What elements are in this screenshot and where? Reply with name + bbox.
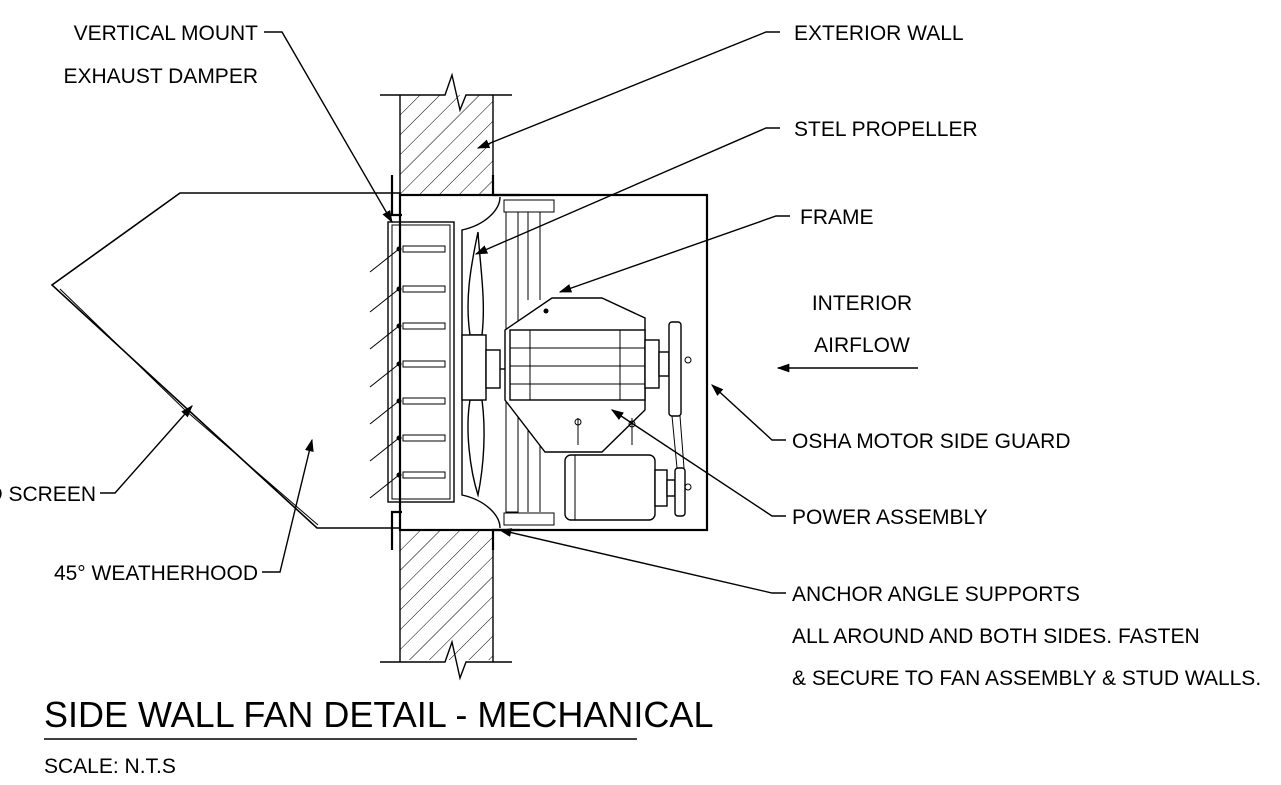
drawing-title: SIDE WALL FAN DETAIL - MECHANICAL [44,694,713,735]
propeller [461,231,512,498]
drawing-scale: SCALE: N.T.S [44,755,176,778]
label-weatherhood: 45° WEATHERHOOD [54,562,258,585]
callout-labels: VERTICAL MOUNT EXHAUST DAMPER EXTERIOR W… [0,22,1261,690]
label-damper-2: EXHAUST DAMPER [64,65,259,88]
label-interior-2: AIRFLOW [814,334,910,357]
label-power-assembly: POWER ASSEMBLY [792,506,988,529]
belt-drive [668,321,692,517]
label-frame: FRAME [800,206,874,229]
title-block: SIDE WALL FAN DETAIL - MECHANICAL SCALE:… [44,694,713,778]
label-propeller: STEL PROPELLER [794,118,978,141]
leader-lines [100,31,918,594]
label-motor-guard: OSHA MOTOR SIDE GUARD [792,430,1071,453]
weatherhood [50,192,401,529]
label-damper-1: VERTICAL MOUNT [74,22,259,45]
label-anchor-2: ALL AROUND AND BOTH SIDES. FASTEN [792,625,1200,648]
power-assembly [504,297,676,521]
label-anchor-1: ANCHOR ANGLE SUPPORTS [792,583,1080,606]
label-exterior-wall: EXTERIOR WALL [794,22,964,45]
label-anchor-3: & SECURE TO FAN ASSEMBLY & STUD WALLS. [792,667,1261,690]
label-interior-1: INTERIOR [812,292,912,315]
label-screen: D SCREEN [0,483,96,506]
